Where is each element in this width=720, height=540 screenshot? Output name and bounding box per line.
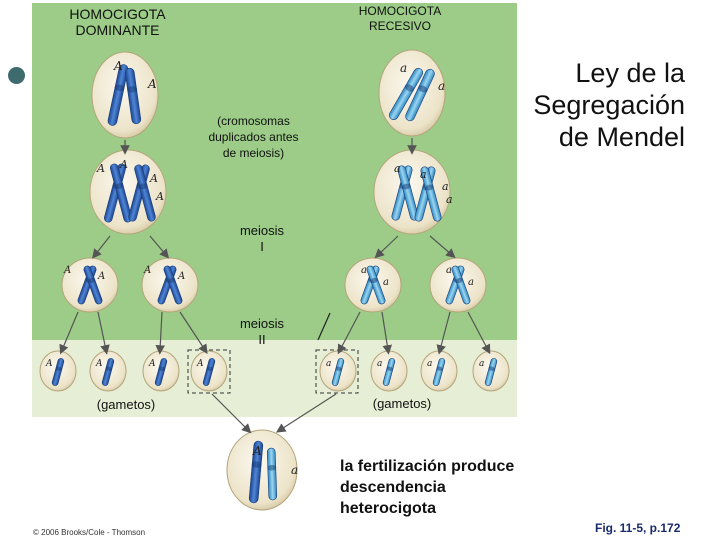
- arrow-icon: [59, 311, 79, 355]
- chromosome: [109, 163, 133, 223]
- allele-label: a: [394, 162, 401, 175]
- allele-label: A: [96, 162, 105, 175]
- arrow-icon: [211, 393, 252, 434]
- allele-label: a: [479, 359, 484, 369]
- dominant-header: HOMOCIGOTA DOMINANTE: [69, 6, 166, 38]
- allele-label: a: [400, 61, 407, 75]
- arrow-icon: [381, 311, 392, 355]
- arrow-icon: [92, 235, 111, 259]
- allele-label: A: [177, 271, 185, 282]
- cell-recessive-parent: aa: [378, 49, 446, 137]
- cell-dominant-meiosis1-right: AA: [141, 257, 199, 313]
- arrow-icon: [467, 311, 491, 355]
- allele-label: a: [446, 265, 452, 276]
- gametes-left-label: (gametos): [96, 397, 156, 412]
- cell-dominant-gamete: A: [89, 350, 127, 392]
- cell-recessive-gamete: a: [319, 350, 357, 392]
- allele-label: a: [361, 265, 367, 276]
- gametes-right-label: (gametos): [372, 396, 432, 411]
- chromosome: [266, 447, 278, 501]
- cell-dominant-meiosis1-left: AA: [61, 257, 119, 313]
- fertilization-text: la fertilización produce descendencia he…: [340, 458, 515, 517]
- law-title: Ley de la Segregación de Mendel: [533, 58, 685, 152]
- cell-dominant-gamete: A: [190, 350, 228, 392]
- allele-label: a: [291, 463, 298, 477]
- chromosome: [432, 358, 446, 386]
- cell-recessive-gamete: a: [472, 350, 510, 392]
- chromosome: [202, 358, 216, 386]
- allele-label: A: [252, 444, 262, 458]
- allele-label: a: [442, 180, 449, 193]
- allele-label: A: [143, 265, 151, 276]
- arrow-icon: [179, 311, 208, 355]
- arrow-icon: [97, 311, 110, 355]
- chromosome: [420, 166, 442, 222]
- cell-dominant-parent: AA: [91, 51, 159, 139]
- allele-label: A: [97, 271, 105, 282]
- allele-label: a: [377, 359, 382, 369]
- chromosome: [451, 265, 471, 305]
- chromosome: [366, 265, 386, 305]
- bullet-icon: [8, 67, 25, 84]
- chromosome: [397, 165, 419, 221]
- figure-reference: Fig. 11-5, p.172: [595, 521, 681, 535]
- allele-label: A: [63, 265, 71, 276]
- allele-label: a: [383, 277, 389, 288]
- cell-recessive-meiosis1-left: aa: [344, 257, 402, 313]
- recessive-header: HOMOCIGOTA RECESIVO: [358, 4, 442, 33]
- copyright: © 2006 Brooks/Cole - Thomson: [33, 528, 146, 537]
- cell-dominant-gamete: A: [142, 350, 180, 392]
- arrow-icon: [155, 311, 166, 355]
- allele-label: A: [149, 172, 158, 185]
- allele-label: a: [326, 359, 331, 369]
- cell-recessive-gamete: a: [370, 350, 408, 392]
- allele-label: a: [438, 79, 445, 93]
- allele-label: A: [119, 158, 128, 171]
- chromosome: [154, 358, 168, 386]
- arrow-icon: [436, 311, 451, 355]
- arrow-icon: [275, 393, 337, 433]
- chromosome: [405, 68, 435, 122]
- allele-label: A: [95, 359, 103, 369]
- allele-label: a: [420, 168, 427, 181]
- allele-label: A: [45, 359, 53, 369]
- chromosome: [107, 64, 129, 126]
- chromosome: [382, 358, 396, 386]
- chromosome: [51, 358, 65, 386]
- allele-label: A: [155, 190, 164, 203]
- chromosome: [331, 358, 345, 386]
- chromosome: [124, 67, 142, 125]
- arrow-icon: [429, 235, 456, 259]
- arrow-icon: [337, 311, 361, 355]
- chromosome: [484, 358, 498, 386]
- cell-heterozygous-offspring: Aa: [226, 429, 298, 511]
- divider-line: [317, 312, 331, 341]
- selected-gamete-recessive: [315, 349, 359, 394]
- duplicated-note: (cromosomas duplicados antes de meiosis): [208, 114, 299, 160]
- meiosis-one-label: meiosis I: [239, 223, 285, 254]
- allele-label: a: [468, 277, 474, 288]
- allele-label: A: [147, 77, 157, 91]
- chromosome: [134, 164, 156, 222]
- chromosome: [83, 265, 103, 305]
- allele-label: a: [446, 193, 453, 206]
- arrow-icon: [374, 235, 399, 259]
- allele-label: A: [196, 359, 204, 369]
- chromosome: [248, 440, 264, 504]
- chromosome: [388, 67, 424, 121]
- cell-recessive-meiosis1-right: aa: [429, 257, 487, 313]
- cell-dominant-gamete: A: [39, 350, 77, 392]
- chromosome: [101, 358, 115, 386]
- selected-gamete-dominant: [187, 349, 231, 394]
- allele-label: a: [427, 359, 432, 369]
- allele-label: A: [113, 59, 123, 73]
- chromosome: [163, 265, 183, 305]
- arrow-icon: [149, 235, 170, 259]
- cell-recessive-gamete: a: [420, 350, 458, 392]
- allele-label: A: [148, 359, 156, 369]
- meiosis-two-label: meiosis II: [239, 316, 285, 347]
